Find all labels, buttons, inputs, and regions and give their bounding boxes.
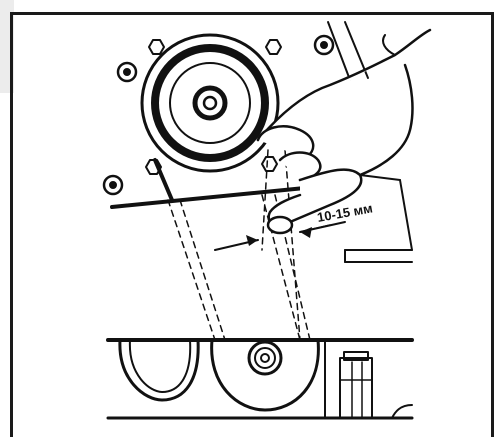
pulley-icon	[140, 33, 280, 173]
hand-icon	[256, 28, 432, 235]
diagram-frame	[10, 12, 494, 437]
bolt-icon	[102, 34, 335, 196]
motor-pulley-icon	[118, 338, 326, 419]
mounting-plate	[327, 21, 413, 263]
bracket-nut	[339, 351, 373, 419]
measurement-indicator	[214, 221, 346, 251]
